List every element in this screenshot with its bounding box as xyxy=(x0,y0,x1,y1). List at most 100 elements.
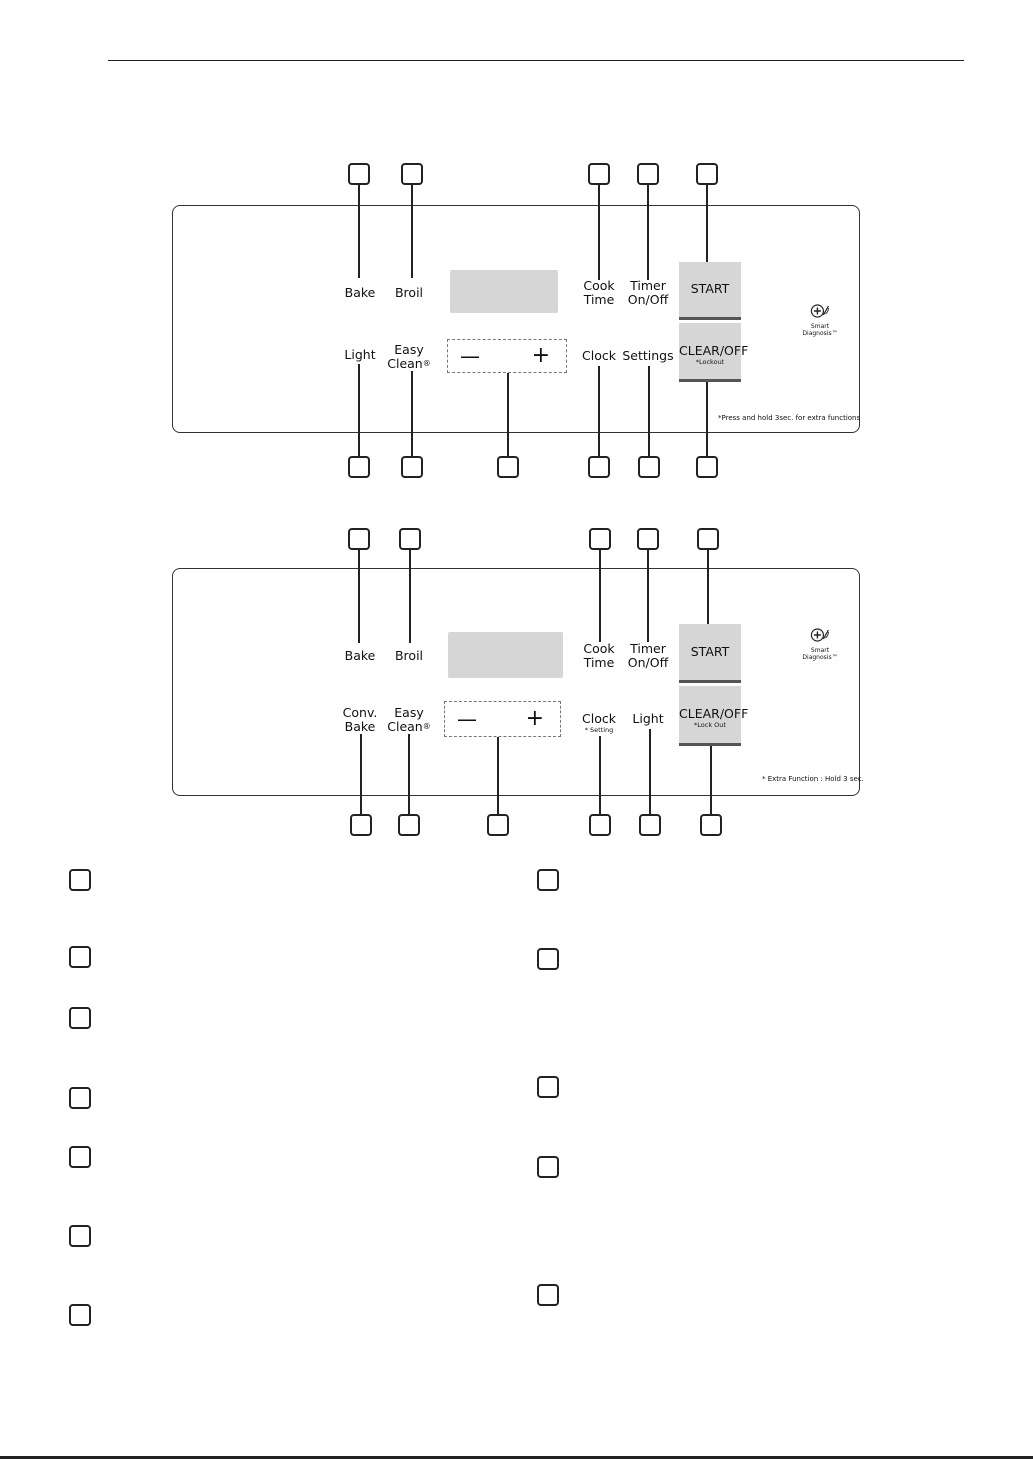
leader-line xyxy=(599,550,601,642)
callout-start-a xyxy=(696,163,718,185)
callout-cook-time-b xyxy=(589,528,611,550)
lockout-label: *Lockout xyxy=(695,358,725,366)
smart-diagnosis-label-1: Smart xyxy=(810,647,830,654)
callout-timer-b xyxy=(637,528,659,550)
temp-stepper[interactable]: — + xyxy=(447,339,567,373)
callout-clear-off-b xyxy=(700,814,722,836)
leader-line xyxy=(408,734,410,814)
display-window xyxy=(448,632,563,678)
leader-line xyxy=(598,366,600,456)
callout-bake-a xyxy=(348,163,370,185)
smart-diagnosis-label-1: Smart xyxy=(810,323,830,330)
callout-broil-b xyxy=(399,528,421,550)
cook-time-label-2: Time xyxy=(583,655,615,670)
conv-bake-button[interactable]: Conv. Bake xyxy=(343,706,378,734)
callout-easy-clean-a xyxy=(401,456,423,478)
cook-time-label-1: Cook xyxy=(583,278,615,293)
callout-light-a xyxy=(348,456,370,478)
smart-diagnosis-logo: Smart Diagnosis™ xyxy=(802,303,838,337)
registered-mark: ® xyxy=(422,722,431,731)
clock-label: Clock xyxy=(582,711,616,726)
smart-diagnosis-logo: Smart Diagnosis™ xyxy=(802,627,838,661)
start-button[interactable]: START xyxy=(679,624,741,683)
easy-clean-button[interactable]: Easy Clean® xyxy=(387,343,430,371)
callout-clock-a xyxy=(588,456,610,478)
callout-stepper-a xyxy=(497,456,519,478)
callout-clock-b xyxy=(589,814,611,836)
control-panel-b xyxy=(172,568,860,796)
easy-clean-label-1: Easy xyxy=(394,705,424,720)
legend-box-2 xyxy=(69,946,91,968)
light-button[interactable]: Light xyxy=(632,711,664,726)
timer-label-2: On/Off xyxy=(627,292,669,307)
plus-icon[interactable]: + xyxy=(531,343,550,368)
panel-note: * Extra Function : Hold 3 sec. xyxy=(762,775,864,783)
minus-icon[interactable]: — xyxy=(460,344,480,368)
timer-label-2: On/Off xyxy=(627,655,669,670)
minus-icon[interactable]: — xyxy=(457,707,477,731)
leader-line xyxy=(706,382,708,456)
legend-box-7 xyxy=(69,1304,91,1326)
start-label: START xyxy=(690,644,730,659)
display-window xyxy=(450,270,558,313)
easy-clean-label-2: Clean® xyxy=(387,357,430,371)
start-button[interactable]: START xyxy=(679,262,741,320)
legend-box-9 xyxy=(537,948,559,970)
clock-button[interactable]: Clock xyxy=(582,348,616,363)
smart-diagnosis-label-2: Diagnosis™ xyxy=(802,330,838,337)
temp-stepper[interactable]: — + xyxy=(444,701,561,737)
control-panel-a xyxy=(172,205,860,433)
clear-off-button[interactable]: CLEAR/OFF *Lock Out xyxy=(679,686,749,746)
leader-line xyxy=(707,550,709,624)
leader-line xyxy=(507,373,509,456)
footer-rule xyxy=(0,1456,1033,1459)
easy-clean-label-1: Easy xyxy=(394,342,424,357)
smart-diagnosis-icon xyxy=(810,628,829,642)
cook-time-button[interactable]: Cook Time xyxy=(583,279,614,307)
smart-diagnosis-label-2: Diagnosis™ xyxy=(802,654,838,661)
leader-line xyxy=(648,366,650,456)
bake-button[interactable]: Bake xyxy=(344,648,376,663)
leader-line xyxy=(411,371,413,456)
callout-clear-off-a xyxy=(696,456,718,478)
callout-start-b xyxy=(697,528,719,550)
legend-box-10 xyxy=(537,1076,559,1098)
legend-box-8 xyxy=(537,869,559,891)
panel-note: *Press and hold 3sec. for extra function… xyxy=(718,414,861,422)
broil-button[interactable]: Broil xyxy=(394,285,424,300)
conv-bake-label-2: Bake xyxy=(344,719,376,734)
leader-line xyxy=(409,550,411,643)
settings-button[interactable]: Settings xyxy=(622,348,674,363)
legend-box-3 xyxy=(69,1007,91,1029)
registered-mark: ® xyxy=(422,359,431,368)
clear-off-label: CLEAR/OFF xyxy=(679,343,749,358)
legend-box-12 xyxy=(537,1284,559,1306)
leader-line xyxy=(710,746,712,814)
clock-setting-label: * Setting xyxy=(584,726,614,734)
cook-time-button[interactable]: Cook Time xyxy=(583,642,614,670)
legend-box-5 xyxy=(69,1146,91,1168)
plus-icon[interactable]: + xyxy=(525,706,544,731)
light-button[interactable]: Light xyxy=(344,347,376,362)
callout-broil-a xyxy=(401,163,423,185)
leader-line xyxy=(649,729,651,814)
conv-bake-label-1: Conv. xyxy=(342,705,378,720)
callout-bake-b xyxy=(348,528,370,550)
legend-box-4 xyxy=(69,1087,91,1109)
easy-clean-label-2: Clean® xyxy=(387,720,430,734)
lockout-label: *Lock Out xyxy=(694,721,726,729)
timer-on-off-button[interactable]: Timer On/Off xyxy=(628,279,668,307)
clear-off-label: CLEAR/OFF xyxy=(679,706,749,721)
broil-button[interactable]: Broil xyxy=(394,648,424,663)
leader-line xyxy=(358,550,360,643)
leader-line xyxy=(647,185,649,280)
easy-clean-button[interactable]: Easy Clean® xyxy=(387,706,430,734)
clock-button[interactable]: Clock * Setting xyxy=(582,711,616,735)
bake-button[interactable]: Bake xyxy=(344,285,376,300)
callout-stepper-b xyxy=(487,814,509,836)
leader-line xyxy=(497,737,499,814)
clear-off-button[interactable]: CLEAR/OFF *Lockout xyxy=(679,323,749,382)
leader-line xyxy=(599,736,601,814)
legend-box-11 xyxy=(537,1156,559,1178)
timer-on-off-button[interactable]: Timer On/Off xyxy=(628,642,668,670)
